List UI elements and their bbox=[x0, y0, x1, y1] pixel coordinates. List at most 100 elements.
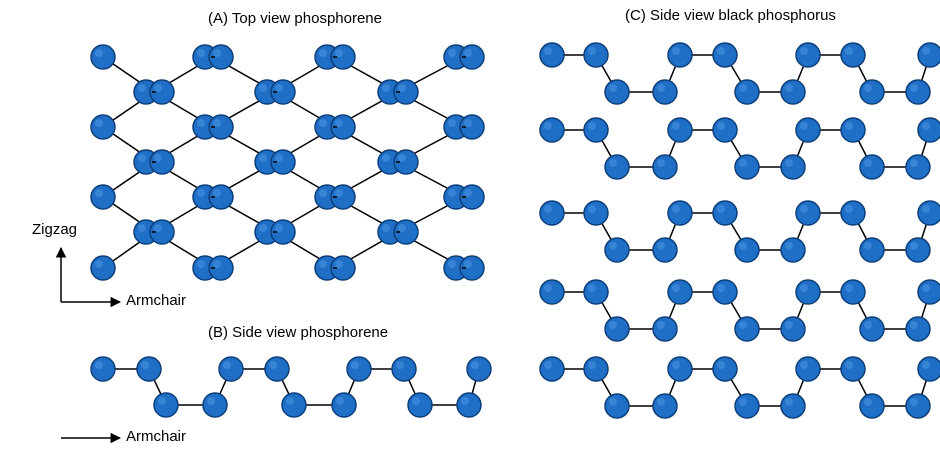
phosphorus-atom bbox=[604, 154, 630, 180]
phosphorus-atom bbox=[90, 255, 116, 281]
phosphorus-atom bbox=[780, 237, 806, 263]
zigzag-axis-label: Zigzag bbox=[32, 221, 78, 238]
top-view-atoms bbox=[90, 44, 485, 281]
phosphorus-atom bbox=[780, 316, 806, 342]
black-phosphorus-bonds bbox=[552, 54, 931, 407]
side-view-chain bbox=[90, 356, 492, 418]
phosphorus-atom bbox=[346, 356, 372, 382]
phosphorus-atom bbox=[539, 117, 565, 143]
phosphorus-atom bbox=[712, 356, 738, 382]
top-view-lattice bbox=[90, 44, 485, 281]
phosphorus-atom bbox=[149, 79, 175, 105]
phosphorus-atom bbox=[90, 114, 116, 140]
phosphorus-atom bbox=[917, 200, 940, 226]
phosphorus-atom bbox=[734, 237, 760, 263]
phosphorus-atom bbox=[917, 356, 940, 382]
phosphorus-atom bbox=[270, 149, 296, 175]
phosphorus-atom bbox=[583, 42, 609, 68]
phosphorus-atom bbox=[604, 316, 630, 342]
phosphorus-atom bbox=[539, 42, 565, 68]
phosphorus-atom bbox=[604, 393, 630, 419]
armchair-axis-label: Armchair bbox=[126, 292, 187, 309]
phosphorus-atom bbox=[208, 255, 234, 281]
phosphorus-atom bbox=[459, 114, 485, 140]
phosphorus-atom bbox=[539, 356, 565, 382]
phosphorus-atom bbox=[459, 255, 485, 281]
black-phosphorus-atoms bbox=[539, 42, 940, 419]
phosphorus-atom bbox=[905, 316, 931, 342]
phosphorus-atom bbox=[208, 44, 234, 70]
phosphorus-atom bbox=[795, 356, 821, 382]
phosphorus-atom bbox=[149, 219, 175, 245]
phosphorus-atom bbox=[905, 79, 931, 105]
phosphorus-atom bbox=[583, 279, 609, 305]
phosphorus-atom bbox=[795, 42, 821, 68]
phosphorus-atom bbox=[539, 279, 565, 305]
phosphorus-atom bbox=[264, 356, 290, 382]
phosphorus-atom bbox=[208, 114, 234, 140]
phosphorus-atom bbox=[393, 79, 419, 105]
phosphorus-atom bbox=[795, 117, 821, 143]
phosphorus-atom bbox=[667, 356, 693, 382]
phosphorus-atom bbox=[712, 200, 738, 226]
phosphorus-atom bbox=[136, 356, 162, 382]
phosphorus-atom bbox=[330, 255, 356, 281]
phosphorus-atom bbox=[840, 200, 866, 226]
phosphorus-atom bbox=[652, 79, 678, 105]
phosphorus-atom bbox=[149, 149, 175, 175]
phosphorus-atom bbox=[90, 184, 116, 210]
phosphorus-atom bbox=[270, 219, 296, 245]
phosphorus-atom bbox=[281, 392, 307, 418]
phosphorus-atom bbox=[459, 184, 485, 210]
phosphorus-atom bbox=[734, 316, 760, 342]
phosphorus-atom bbox=[840, 356, 866, 382]
phosphorus-atom bbox=[331, 392, 357, 418]
phosphorus-atom bbox=[456, 392, 482, 418]
phosphorus-atom bbox=[539, 200, 565, 226]
phosphorus-atom bbox=[459, 44, 485, 70]
phosphorus-atom bbox=[859, 393, 885, 419]
phosphorus-atom bbox=[859, 154, 885, 180]
phosphorus-atom bbox=[780, 79, 806, 105]
phosphorus-atom bbox=[208, 184, 234, 210]
phosphorus-atom bbox=[667, 200, 693, 226]
phosphorus-atom bbox=[330, 114, 356, 140]
phosphorus-atom bbox=[840, 279, 866, 305]
black-phosphorus-layers bbox=[539, 42, 940, 419]
phosphorus-atom bbox=[734, 154, 760, 180]
phosphorus-atom bbox=[153, 392, 179, 418]
phosphorus-atom bbox=[712, 279, 738, 305]
phosphorus-atom bbox=[667, 117, 693, 143]
phosphorus-atom bbox=[583, 117, 609, 143]
phosphorus-atom bbox=[652, 237, 678, 263]
phosphorus-atom bbox=[859, 237, 885, 263]
phosphorus-atom bbox=[202, 392, 228, 418]
phosphorus-atom bbox=[667, 42, 693, 68]
phosphorus-atom bbox=[734, 393, 760, 419]
phosphorus-atom bbox=[734, 79, 760, 105]
phosphorus-atom bbox=[652, 154, 678, 180]
phosphorus-atom bbox=[780, 393, 806, 419]
phosphorus-atom bbox=[90, 356, 116, 382]
phosphorus-atom bbox=[840, 42, 866, 68]
phosphorus-atom bbox=[712, 42, 738, 68]
phosphorus-atom bbox=[905, 154, 931, 180]
phosphorus-atom bbox=[407, 392, 433, 418]
phosphorus-atom bbox=[330, 44, 356, 70]
phosphorus-atom bbox=[393, 219, 419, 245]
phosphorus-atom bbox=[604, 237, 630, 263]
phosphorus-atom bbox=[905, 237, 931, 263]
phosphorus-atom bbox=[780, 154, 806, 180]
side-view-atoms bbox=[90, 356, 492, 418]
phosphorus-atom bbox=[466, 356, 492, 382]
phosphorus-atom bbox=[795, 200, 821, 226]
phosphorus-atom bbox=[391, 356, 417, 382]
phosphorus-atom bbox=[905, 393, 931, 419]
top-view-title: (A) Top view phosphorene bbox=[208, 10, 382, 27]
armchair-axis-label-side: Armchair bbox=[126, 428, 187, 445]
side-view-title: (B) Side view phosphorene bbox=[208, 324, 389, 341]
phosphorus-atom bbox=[330, 184, 356, 210]
phosphorus-atom bbox=[712, 117, 738, 143]
phosphorus-atom bbox=[583, 356, 609, 382]
